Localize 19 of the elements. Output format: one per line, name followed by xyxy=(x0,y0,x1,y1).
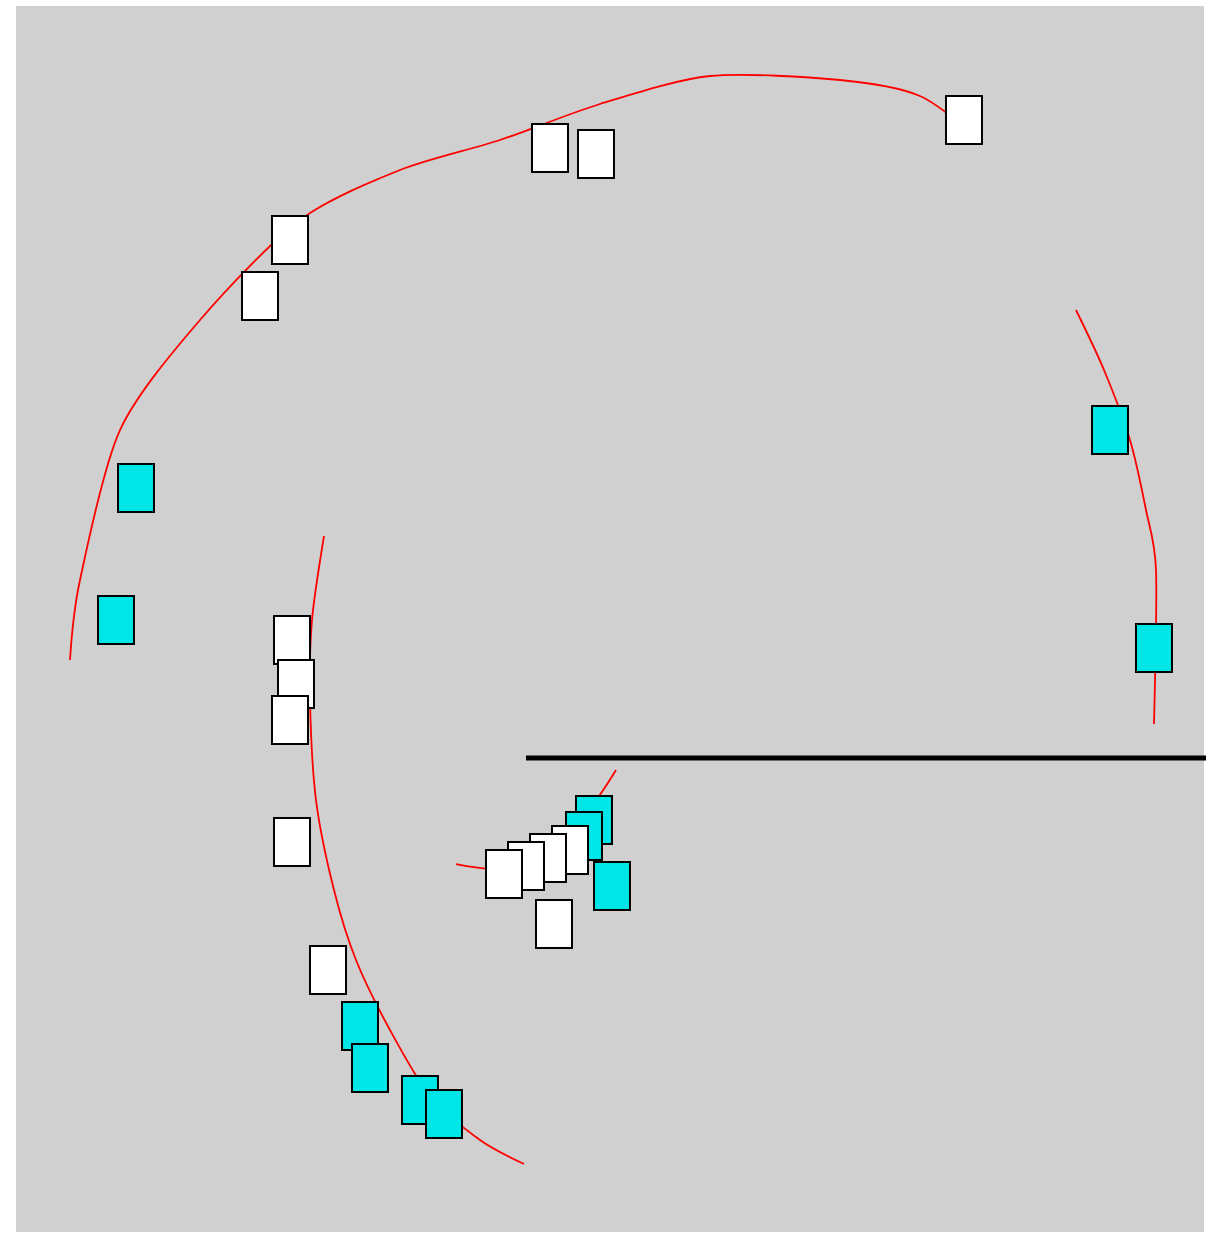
box xyxy=(531,123,569,173)
box xyxy=(273,817,311,867)
box xyxy=(577,129,615,179)
box xyxy=(117,463,155,513)
box xyxy=(309,945,347,995)
box xyxy=(341,1001,379,1051)
box xyxy=(535,899,573,949)
box xyxy=(1091,405,1129,455)
box xyxy=(945,95,983,145)
box xyxy=(485,849,523,899)
box xyxy=(593,861,631,911)
box xyxy=(273,615,311,665)
box xyxy=(351,1043,389,1093)
box xyxy=(241,271,279,321)
box xyxy=(271,695,309,745)
box xyxy=(97,595,135,645)
box xyxy=(271,215,309,265)
box xyxy=(425,1089,463,1139)
box xyxy=(1135,623,1173,673)
